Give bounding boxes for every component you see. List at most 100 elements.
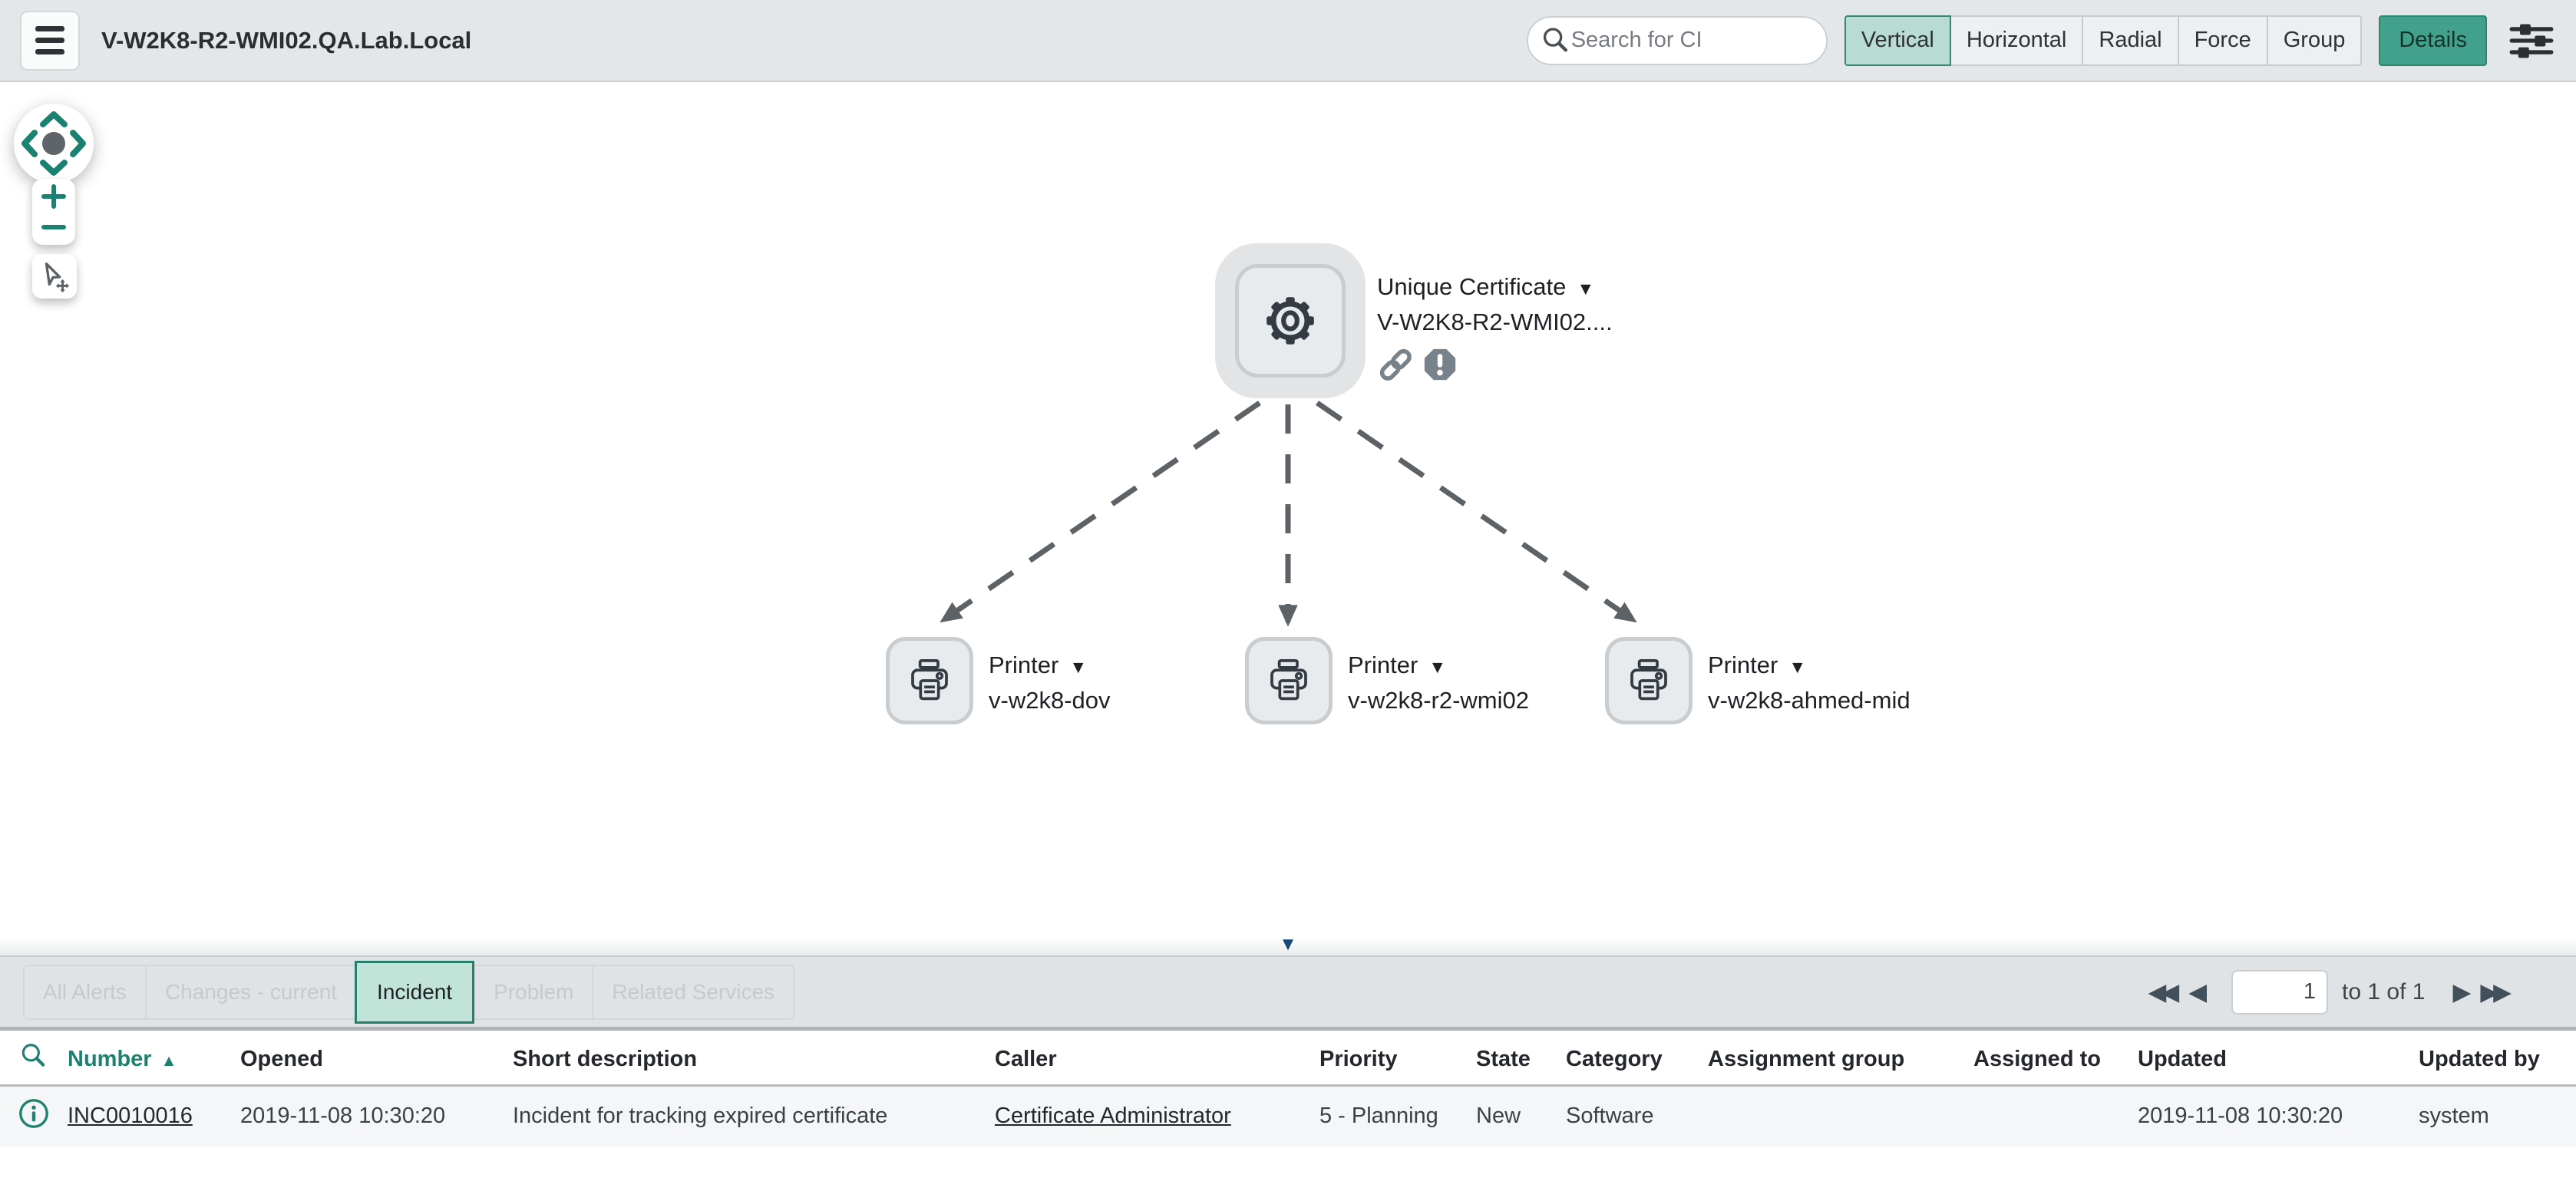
gear-icon [1267,297,1314,345]
details-toggle-button[interactable]: Details [2379,15,2487,66]
chevron-down-icon[interactable]: ▼ [1069,657,1088,677]
ci-label-printer-2: Printer▼ v-w2k8-r2-wmi02 [1348,648,1529,717]
layout-button-force[interactable]: Force [2177,15,2268,66]
last-page-button[interactable]: ▶▶ [2480,978,2512,1005]
row-info-cell [0,1085,68,1146]
edge-root-to-printer-3 [1316,401,1637,623]
ci-node-printer-3[interactable] [1605,637,1693,724]
ci-label-printer-1: Printer ▼ v-w2k8-dov [989,648,1111,717]
ci-type: Printer [1348,652,1418,678]
column-header-assigned-to[interactable]: Assigned to [1973,1034,2138,1087]
prev-page-button[interactable]: ◀ [2188,978,2208,1005]
minus-icon [41,225,66,229]
hamburger-icon [35,26,64,31]
map-settings-button[interactable] [2507,16,2556,65]
map-canvas[interactable]: Unique Certificate ▼ V-W2K8-R2-WMI02.... [0,84,2576,939]
printer-icon [1270,659,1307,701]
sliders-icon [2509,24,2554,58]
ci-label-printer-3: Printer ▼ v-w2k8-ahmed-mid [1708,648,1911,717]
column-header-category[interactable]: Category [1566,1034,1708,1087]
cell-assigned-to [1973,1085,2138,1146]
dependency-edges [940,401,1637,627]
page-number-input[interactable] [2231,969,2329,1014]
root-ci-node-box [1235,264,1346,378]
root-ci-name: V-W2K8-R2-WMI02.... [1377,308,1613,335]
tab-incident[interactable]: Incident [355,960,475,1024]
search-icon [1543,27,1567,51]
table-header-row: Number▲ Opened Short description Caller … [0,1034,2576,1087]
column-header-opened[interactable]: Opened [240,1034,513,1087]
chevron-down-icon[interactable]: ▼ [1428,657,1447,677]
ci-type-row[interactable]: Printer ▼ [1348,648,1529,684]
table-row: INC0010016 2019-11-08 10:30:20 Incident … [0,1085,2576,1146]
column-header-updated[interactable]: Updated [2138,1034,2419,1087]
pan-left-icon [21,130,38,157]
root-ci-type-row[interactable]: Unique Certificate ▼ [1377,270,1613,305]
cell-number: INC0010016 [68,1085,240,1146]
pan-compass-control[interactable] [12,102,95,185]
table-search-header[interactable] [0,1034,68,1087]
ci-name: v-w2k8-dov [989,687,1111,714]
hamburger-menu-button[interactable] [20,10,80,71]
column-header-state[interactable]: State [1476,1034,1566,1087]
ci-type: Printer [989,652,1059,678]
top-toolbar: V-W2K8-R2-WMI02.QA.Lab.Local Vertical Ho… [0,0,2576,82]
search-icon [21,1044,45,1067]
cell-assignment-group [1708,1085,1973,1146]
pan-up-icon [40,111,68,127]
zoom-out-button[interactable] [41,214,67,240]
column-header-priority[interactable]: Priority [1319,1034,1476,1087]
ci-name: v-w2k8-ahmed-mid [1708,687,1911,714]
next-page-button[interactable]: ▶ [2452,978,2472,1005]
pan-right-icon [70,130,86,157]
sort-ascending-icon: ▲ [160,1051,177,1070]
column-header-caller[interactable]: Caller [995,1034,1319,1087]
ci-search-box[interactable] [1526,15,1828,65]
tab-related-services[interactable]: Related Services [592,965,793,1018]
chevron-down-icon[interactable]: ▼ [1577,279,1595,299]
collapse-panel-icon[interactable]: ▼ [1279,934,1297,955]
column-header-short-description[interactable]: Short description [513,1034,995,1087]
root-ci-node[interactable] [1215,243,1366,398]
column-header-updated-by[interactable]: Updated by [2419,1034,2576,1087]
layout-button-horizontal[interactable]: Horizontal [1949,15,2084,66]
select-pan-mode-button[interactable] [32,254,77,299]
incident-number-link[interactable]: INC0010016 [68,1104,193,1129]
layout-button-group: Vertical Horizontal Radial Force Group [1844,15,2363,66]
search-input[interactable] [1570,28,1818,53]
page-range-label: to 1 of 1 [2342,978,2426,1005]
pan-down-icon [40,160,68,176]
first-page-button[interactable]: ◀◀ [2148,978,2180,1005]
toolbar-right-group: Vertical Horizontal Radial Force Group D… [1526,15,2556,66]
layout-button-vertical[interactable]: Vertical [1844,15,1951,66]
panel-splitter[interactable]: ▼ [0,935,2576,957]
caller-link[interactable]: Certificate Administrator [995,1104,1231,1129]
cell-caller: Certificate Administrator [995,1085,1319,1146]
ci-node-printer-2[interactable] [1245,637,1333,724]
root-ci-label: Unique Certificate ▼ V-W2K8-R2-WMI02.... [1377,270,1613,383]
ci-type-row[interactable]: Printer ▼ [989,648,1111,684]
printer-icon [1630,659,1667,701]
layout-button-radial[interactable]: Radial [2082,15,2179,66]
column-header-assignment-group[interactable]: Assignment group [1708,1034,1973,1087]
ci-type: Printer [1708,652,1778,678]
tab-problem[interactable]: Problem [474,965,592,1018]
info-icon[interactable] [18,1098,49,1129]
tab-changes-current[interactable]: Changes - current [144,965,355,1018]
layout-button-group[interactable]: Group [2266,15,2363,66]
link-icon[interactable] [1377,346,1414,383]
pagination-controls: ◀◀ ◀ to 1 of 1 ▶ ▶▶ [2144,969,2516,1014]
root-ci-badges [1377,346,1613,383]
column-header-number[interactable]: Number▲ [68,1034,240,1087]
alert-octagon-icon[interactable] [1423,348,1457,381]
ci-type-row[interactable]: Printer ▼ [1708,648,1911,684]
zoom-in-button[interactable] [41,183,67,209]
tab-all-alerts[interactable]: All Alerts [43,979,127,1004]
root-ci-type: Unique Certificate [1377,273,1567,300]
chevron-down-icon[interactable]: ▼ [1788,657,1807,677]
cell-category: Software [1566,1085,1708,1146]
plus-icon [41,184,66,209]
cell-updated-by: system [2419,1085,2576,1146]
ci-node-printer-1[interactable] [886,637,973,724]
printer-icon [911,659,948,701]
